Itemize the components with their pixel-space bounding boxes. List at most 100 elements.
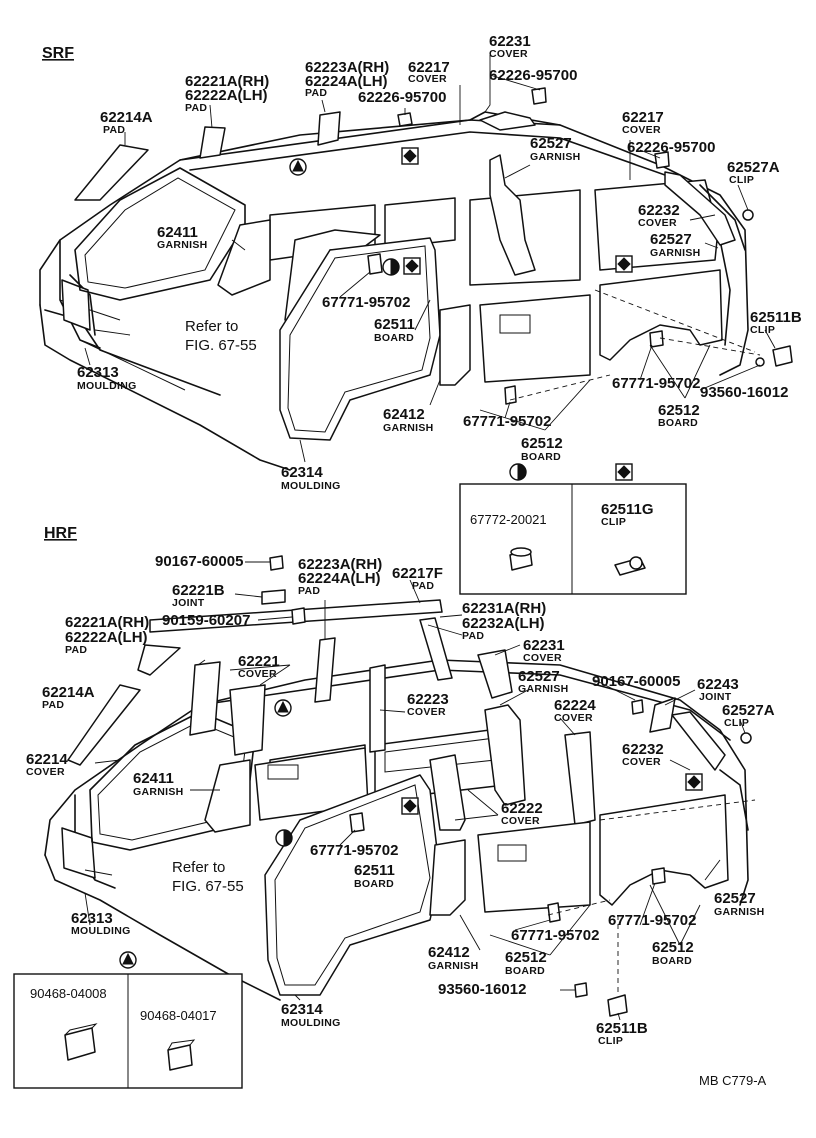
svg-text:62223A(RH): 62223A(RH) — [298, 556, 382, 573]
hrf-leader-lines — [84, 561, 756, 1021]
srf-section: SRF — [39, 33, 802, 492]
svg-text:JOINT: JOINT — [172, 597, 205, 609]
svg-text:62231A(RH): 62231A(RH) — [462, 600, 546, 617]
srf-leader-lines — [84, 55, 776, 463]
srf-labels: 62231 COVER 62226-95700 62217 COVER 6222… — [77, 33, 802, 492]
svg-text:90468-04017: 90468-04017 — [140, 1008, 217, 1023]
svg-text:62222A(LH): 62222A(LH) — [185, 87, 268, 104]
svg-text:GARNISH: GARNISH — [714, 906, 765, 918]
svg-text:90167-60005: 90167-60005 — [592, 673, 680, 690]
svg-text:62511B: 62511B — [596, 1020, 648, 1037]
svg-text:GARNISH: GARNISH — [133, 786, 184, 798]
svg-text:GARNISH: GARNISH — [518, 683, 569, 695]
inset-diamond-icon — [617, 465, 631, 479]
svg-text:BOARD: BOARD — [374, 332, 414, 344]
svg-text:62512: 62512 — [521, 435, 563, 452]
svg-text:62411: 62411 — [133, 770, 174, 787]
hrf-section: HRF — [26, 525, 775, 1047]
svg-text:62223: 62223 — [407, 691, 449, 708]
svg-text:COVER: COVER — [554, 712, 593, 724]
svg-text:62232: 62232 — [638, 202, 680, 219]
svg-text:62411: 62411 — [157, 224, 198, 241]
svg-text:62527A: 62527A — [727, 159, 780, 176]
svg-text:62527A: 62527A — [722, 702, 775, 719]
svg-text:62223A(RH): 62223A(RH) — [305, 59, 389, 76]
svg-text:62214: 62214 — [26, 751, 68, 768]
srf-section-label: SRF — [42, 45, 74, 62]
svg-text:COVER: COVER — [407, 706, 446, 718]
srf-label-62217: 62217 — [408, 59, 450, 76]
svg-text:62222: 62222 — [501, 800, 543, 817]
svg-text:GARNISH: GARNISH — [428, 960, 479, 972]
svg-text:62511B: 62511B — [750, 309, 802, 326]
svg-text:62527: 62527 — [518, 668, 560, 685]
svg-text:62512: 62512 — [505, 949, 547, 966]
svg-text:62243: 62243 — [697, 676, 739, 693]
svg-text:COVER: COVER — [523, 652, 562, 664]
hrf-section-label: HRF — [44, 525, 77, 542]
svg-text:62314: 62314 — [281, 464, 323, 481]
middle-inset: 67772-20021 62511G CLIP — [459, 463, 687, 595]
svg-text:JOINT: JOINT — [699, 691, 732, 703]
svg-text:67771-95702: 67771-95702 — [322, 294, 410, 311]
svg-text:90159-60207: 90159-60207 — [162, 612, 250, 629]
svg-text:67771-95702: 67771-95702 — [310, 842, 398, 859]
svg-text:62221A(RH): 62221A(RH) — [185, 73, 269, 90]
svg-text:PAD: PAD — [298, 585, 320, 597]
svg-text:CLIP: CLIP — [601, 516, 626, 528]
svg-text:COVER: COVER — [501, 815, 540, 827]
hrf-symbols — [119, 699, 703, 969]
svg-text:Refer to: Refer to — [172, 859, 225, 876]
svg-text:62527: 62527 — [530, 135, 572, 152]
svg-text:GARNISH: GARNISH — [530, 151, 581, 163]
svg-text:62313: 62313 — [71, 910, 113, 927]
svg-text:PAD: PAD — [412, 580, 434, 592]
svg-text:CLIP: CLIP — [724, 717, 749, 729]
srf-fasteners — [367, 87, 793, 405]
svg-text:62511: 62511 — [374, 316, 415, 333]
srf-symbols — [289, 147, 633, 276]
svg-text:FIG. 67-55: FIG. 67-55 — [185, 337, 257, 354]
svg-text:PAD: PAD — [103, 124, 125, 136]
svg-text:BOARD: BOARD — [521, 451, 561, 463]
svg-text:62214A: 62214A — [100, 109, 153, 126]
svg-text:62527: 62527 — [650, 231, 692, 248]
svg-text:62512: 62512 — [658, 402, 700, 419]
svg-text:67771-95702: 67771-95702 — [463, 413, 551, 430]
svg-text:62314: 62314 — [281, 1001, 323, 1018]
svg-text:62226-95700: 62226-95700 — [489, 67, 577, 84]
svg-text:62214A: 62214A — [42, 684, 95, 701]
svg-text:62512: 62512 — [652, 939, 694, 956]
svg-text:62412: 62412 — [428, 944, 470, 961]
svg-text:CLIP: CLIP — [598, 1035, 623, 1047]
svg-text:62511G: 62511G — [601, 501, 654, 518]
srf-label-62231: 62231 — [489, 33, 531, 50]
svg-text:62313: 62313 — [77, 364, 119, 381]
svg-text:COVER: COVER — [622, 756, 661, 768]
svg-text:BOARD: BOARD — [354, 878, 394, 890]
svg-text:62221A(RH): 62221A(RH) — [65, 614, 149, 631]
svg-text:COVER: COVER — [489, 48, 528, 60]
svg-text:GARNISH: GARNISH — [383, 422, 434, 434]
svg-text:93560-16012: 93560-16012 — [438, 981, 526, 998]
svg-text:93560-16012: 93560-16012 — [700, 384, 788, 401]
svg-text:62232: 62232 — [622, 741, 664, 758]
svg-text:62224A(LH): 62224A(LH) — [305, 73, 388, 90]
svg-text:CLIP: CLIP — [729, 174, 754, 186]
svg-text:PAD: PAD — [462, 630, 484, 642]
svg-text:Refer to: Refer to — [185, 318, 238, 335]
svg-text:67771-95702: 67771-95702 — [608, 912, 696, 929]
svg-text:62232A(LH): 62232A(LH) — [462, 615, 545, 632]
svg-text:67772-20021: 67772-20021 — [470, 512, 547, 527]
svg-text:PAD: PAD — [65, 644, 87, 656]
svg-text:90167-60005: 90167-60005 — [155, 553, 243, 570]
svg-text:COVER: COVER — [26, 766, 65, 778]
srf-diamond-icon — [403, 149, 417, 163]
svg-text:67771-95702: 67771-95702 — [511, 927, 599, 944]
svg-text:62224A(LH): 62224A(LH) — [298, 570, 381, 587]
svg-text:PAD: PAD — [42, 699, 64, 711]
svg-text:62226-95700: 62226-95700 — [627, 139, 715, 156]
hrf-labels: 90167-60005 62223A(RH) 62224A(LH) PAD 62… — [26, 553, 775, 1047]
svg-text:62221B: 62221B — [172, 582, 225, 599]
